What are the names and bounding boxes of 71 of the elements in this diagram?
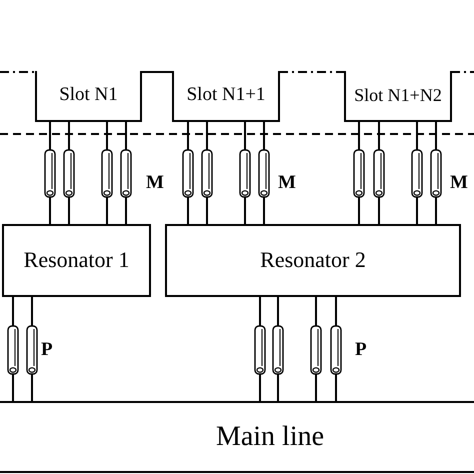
slot-notch: [172, 71, 280, 122]
tube-icon: [120, 149, 132, 198]
coupling-label: M: [146, 173, 164, 192]
wire: [31, 296, 33, 326]
main-line-label: Main line: [216, 422, 324, 452]
tube-icon: [330, 325, 342, 375]
tube-icon: [182, 149, 194, 198]
tube-icon: [353, 149, 365, 198]
wire: [435, 121, 437, 150]
tube-icon: [411, 149, 423, 198]
wire: [125, 121, 127, 150]
resonator-box: [165, 224, 461, 297]
wire: [187, 197, 189, 225]
tube-icon: [272, 325, 284, 375]
wire: [358, 197, 360, 225]
slot-label: Slot N1+1: [186, 85, 266, 106]
tube-icon: [239, 149, 251, 198]
wire: [259, 296, 261, 326]
tube-icon: [101, 149, 113, 198]
slot-label: Slot N1: [59, 85, 118, 106]
wire: [416, 121, 418, 150]
tube-icon: [201, 149, 213, 198]
wire: [378, 121, 380, 150]
coupling-label: M: [450, 173, 468, 192]
wire: [244, 121, 246, 150]
tube-icon: [7, 325, 19, 375]
tube-icon: [258, 149, 270, 198]
slot-label: Slot N1+N2: [354, 86, 442, 106]
wire: [206, 197, 208, 225]
main-line-band: [0, 401, 474, 473]
slot-notch: [344, 71, 452, 122]
wire: [358, 121, 360, 150]
wire: [259, 374, 261, 402]
wire: [125, 197, 127, 225]
tube-icon: [373, 149, 385, 198]
resonator-label: Resonator 1: [24, 248, 130, 273]
resonator-box: [2, 224, 151, 297]
wire: [187, 121, 189, 150]
wire: [335, 296, 337, 326]
resonator-label: Resonator 2: [260, 248, 366, 273]
wire: [263, 197, 265, 225]
wire: [12, 296, 14, 326]
wire: [335, 374, 337, 402]
wire: [277, 296, 279, 326]
wire: [68, 121, 70, 150]
wire: [68, 197, 70, 225]
tube-icon: [44, 149, 56, 198]
tube-icon: [430, 149, 442, 198]
coupling-label: M: [278, 173, 296, 192]
wire: [106, 121, 108, 150]
wire: [106, 197, 108, 225]
wire: [315, 374, 317, 402]
wire: [263, 121, 265, 150]
coupling-label: P: [355, 340, 367, 359]
coupling-label: P: [41, 340, 53, 359]
wire: [378, 197, 380, 225]
wire: [244, 197, 246, 225]
tube-icon: [26, 325, 38, 375]
wire: [206, 121, 208, 150]
wire: [31, 374, 33, 402]
slot-notch: [35, 71, 142, 122]
wire: [49, 197, 51, 225]
wire: [49, 121, 51, 150]
wire: [435, 197, 437, 225]
tube-icon: [63, 149, 75, 198]
wire: [315, 296, 317, 326]
tube-icon: [310, 325, 322, 375]
wire: [416, 197, 418, 225]
wire: [277, 374, 279, 402]
wire: [12, 374, 14, 402]
tube-icon: [254, 325, 266, 375]
